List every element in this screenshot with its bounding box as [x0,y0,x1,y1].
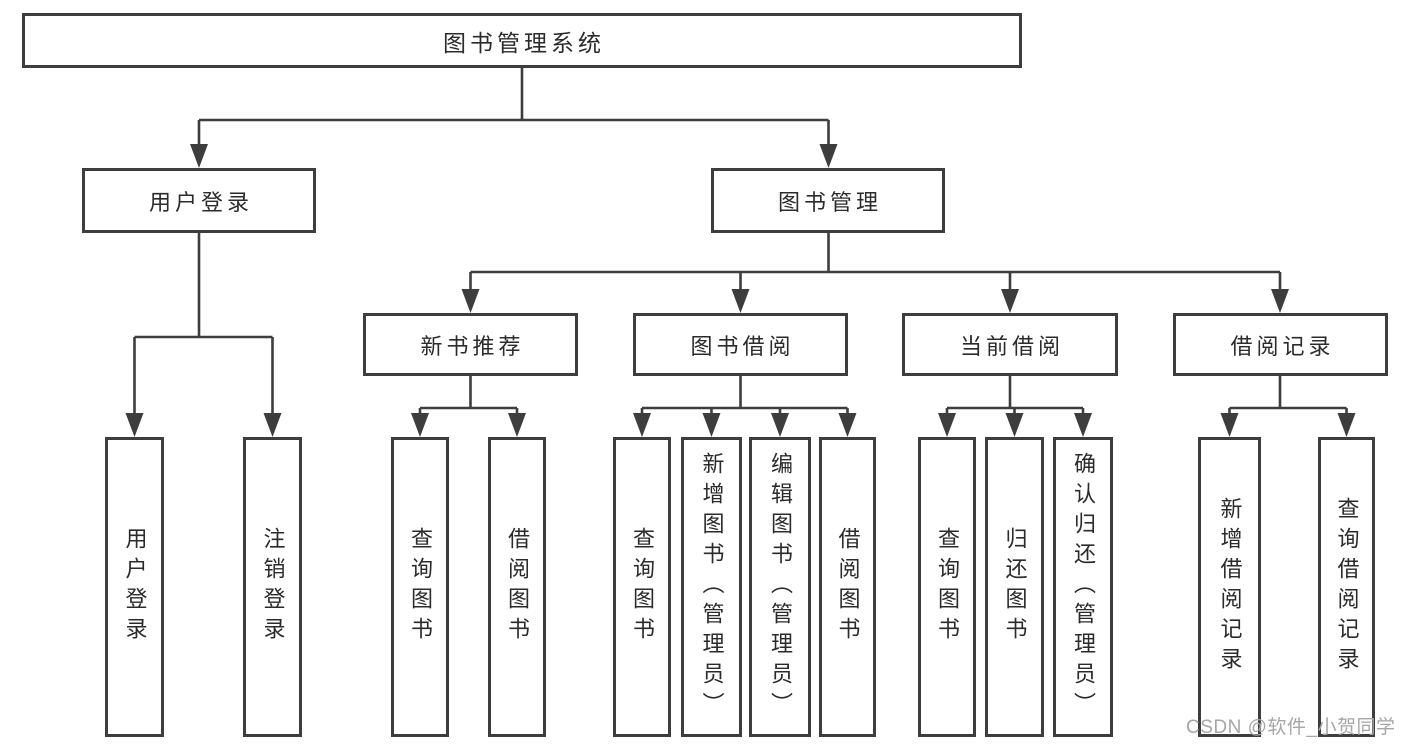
node-borrow-records: 借阅记录 [1173,313,1388,376]
node-label: 确认归还（管理员） [1071,452,1096,722]
arrowhead-icon [263,413,282,437]
node-book-management: 图书管理 [711,168,945,233]
node-label: 新书推荐 [420,333,525,359]
node-label: 归还图书 [1002,527,1028,647]
node-label: 注销登录 [260,527,286,647]
node-label: 用户登录 [148,189,253,215]
leaf-edit-books-admin: 编辑图书（管理员） [749,437,811,737]
arrowhead-icon [1337,413,1356,437]
node-label: 查询借阅记录 [1334,497,1360,677]
arrowhead-icon [1005,413,1024,437]
node-label: 当前借阅 [959,333,1064,359]
node-label: 图书借阅 [690,333,795,359]
leaf-return-books: 归还图书 [985,437,1044,737]
arrowhead-icon [508,413,526,437]
node-label: 查询图书 [935,527,960,647]
watermark: CSDN @软件_小贺同学 [1186,717,1396,738]
node-label: 新增借阅记录 [1217,497,1243,677]
leaf-add-books-admin: 新增图书（管理员） [681,437,742,737]
arrowhead-icon [411,413,429,437]
arrowhead-icon [731,289,750,313]
arrowhead-icon [461,289,480,313]
arrowhead-icon [702,413,721,437]
arrowhead-icon [125,413,144,437]
node-book-borrow: 图书借阅 [633,313,848,376]
leaf-add-borrow-record: 新增借阅记录 [1198,437,1261,737]
node-root: 图书管理系统 [22,13,1022,68]
node-label: 新增图书（管理员） [699,452,725,722]
leaf-logout: 注销登录 [243,437,302,737]
arrowhead-icon [838,413,857,437]
leaf-query-books-current: 查询图书 [918,437,976,737]
leaf-query-borrow-record: 查询借阅记录 [1318,437,1375,737]
arrowhead-icon [190,144,208,168]
node-label: 图书管理系统 [443,29,605,56]
arrowhead-icon [1271,289,1289,313]
arrowhead-icon [1220,413,1239,437]
arrowhead-icon [819,144,838,168]
arrowhead-icon [1001,289,1019,313]
leaf-query-books-borrow: 查询图书 [613,437,671,737]
arrowhead-icon [771,413,789,437]
node-user-login: 用户登录 [82,168,316,233]
leaf-query-books-recommend: 查询图书 [391,437,449,737]
node-label: 借阅记录 [1230,333,1335,359]
leaf-borrow-books-recommend: 借阅图书 [488,437,546,737]
connector-path [133,68,1348,415]
node-current-borrow: 当前借阅 [902,313,1118,376]
node-label: 借阅图书 [505,527,530,647]
leaf-confirm-return-admin: 确认归还（管理员） [1053,437,1113,737]
node-new-book-recommend: 新书推荐 [363,313,578,376]
node-label: 编辑图书（管理员） [768,452,793,722]
node-label: 用户登录 [122,527,148,647]
arrowhead-icon [633,413,651,437]
leaf-borrow-books: 借阅图书 [819,437,876,737]
node-label: 借阅图书 [835,527,861,647]
arrowhead-icon [938,413,956,437]
node-label: 图书管理 [777,189,882,215]
node-label: 查询图书 [408,527,433,647]
arrowhead-icon [1074,413,1092,437]
leaf-user-login: 用户登录 [105,437,164,737]
node-label: 查询图书 [630,527,655,647]
